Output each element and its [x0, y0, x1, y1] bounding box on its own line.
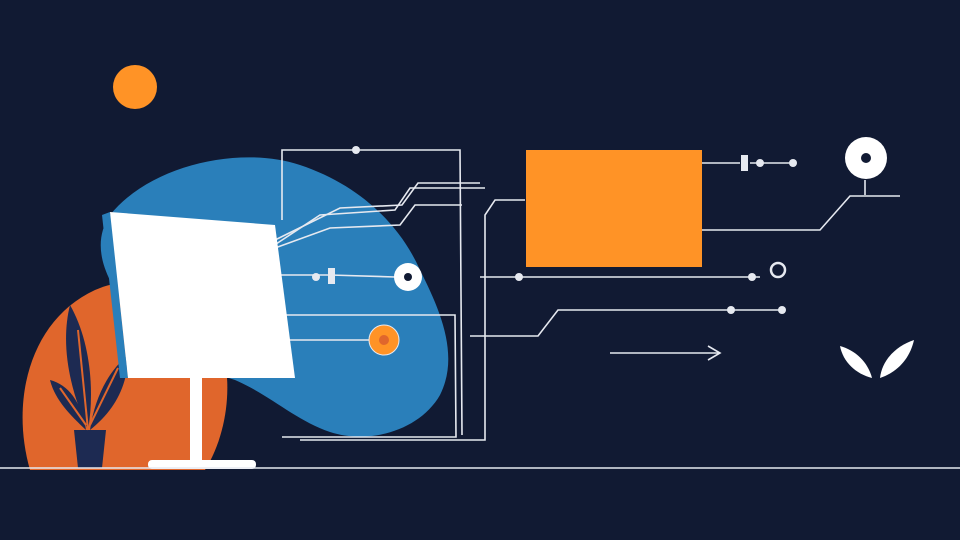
ring-node — [394, 263, 422, 291]
processor-block — [526, 150, 702, 267]
potted-plant-icon — [50, 305, 128, 468]
orange-node — [368, 324, 400, 356]
circuit-nodes — [312, 146, 797, 314]
monitor-icon — [102, 212, 295, 469]
circuit-lines — [265, 149, 900, 441]
sun-icon — [113, 65, 157, 109]
ring-node-small — [769, 261, 787, 279]
sprout-icon — [840, 340, 914, 378]
ring-node-large — [845, 137, 887, 179]
